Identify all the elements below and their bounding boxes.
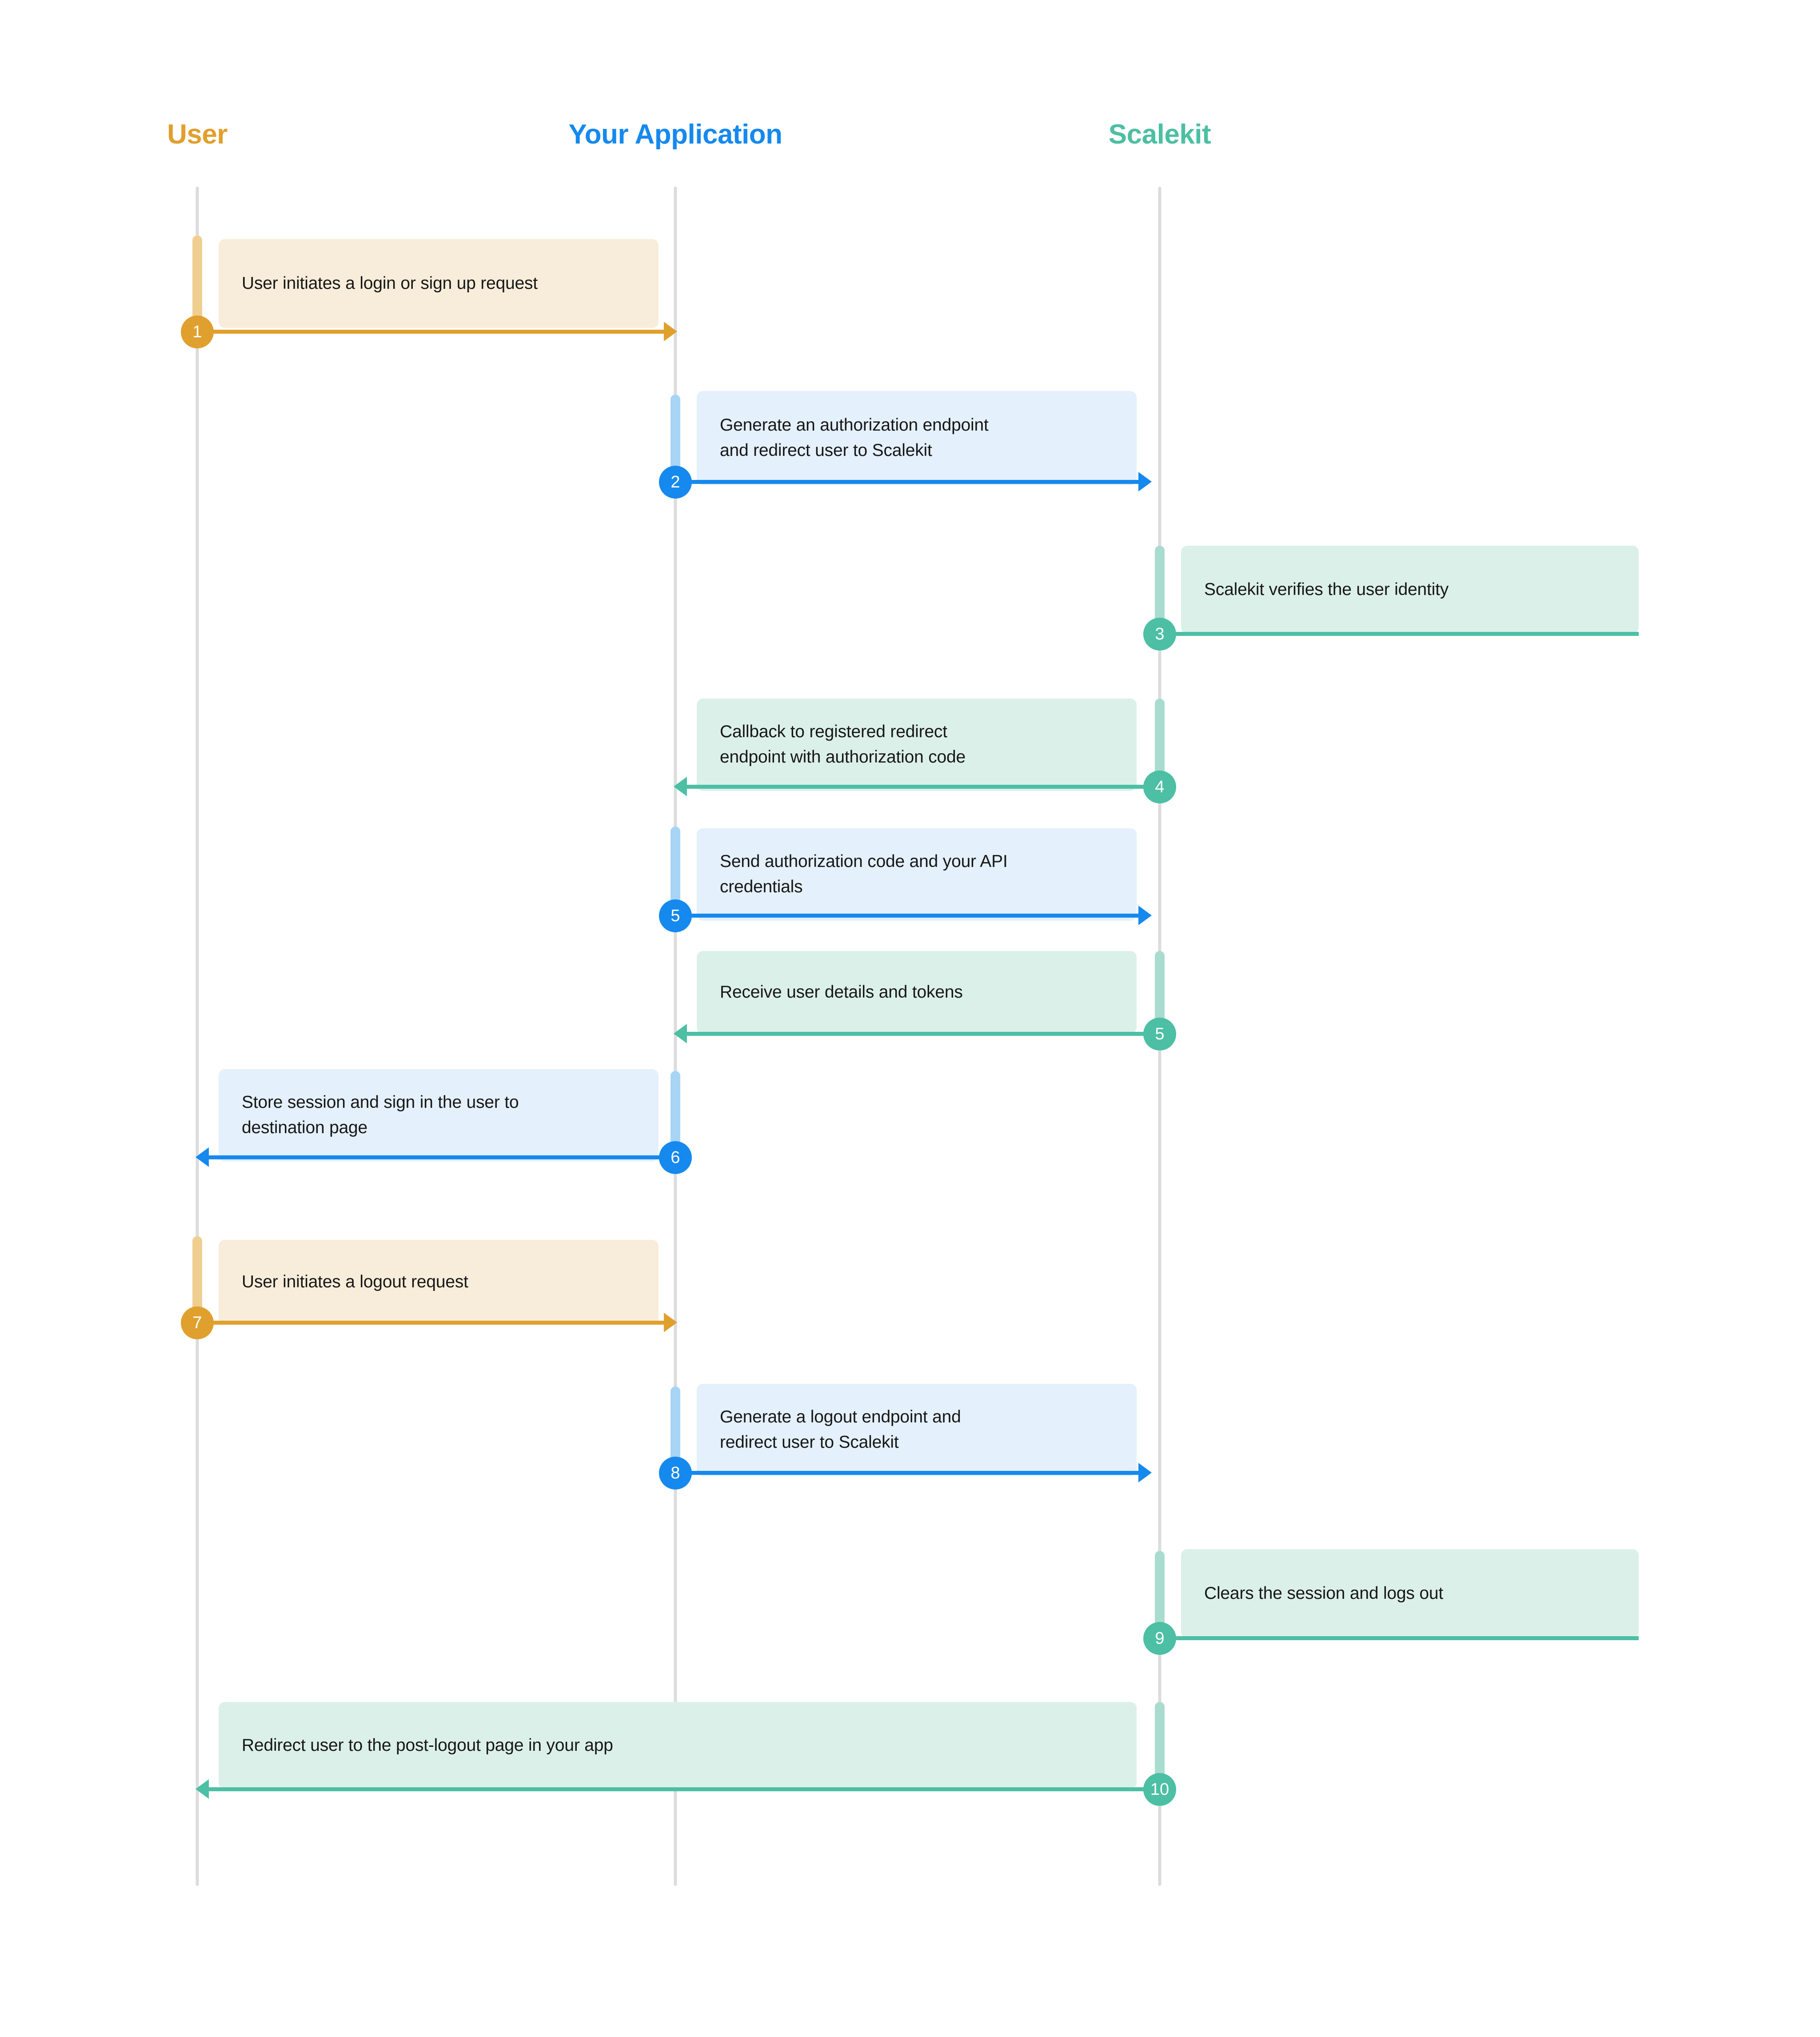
- activation-bar-app-step6: [671, 1071, 680, 1159]
- actor-header-scalekit: Scalekit: [1108, 119, 1211, 150]
- step-badge-8[interactable]: 8: [659, 1457, 692, 1490]
- message-box-step7: User initiates a logout request: [219, 1240, 659, 1324]
- arrow-line-step5b: [687, 1032, 1160, 1036]
- message-box-step8: Generate a logout endpoint and redirect …: [697, 1384, 1137, 1476]
- arrow-line-step7: [197, 1321, 667, 1325]
- arrow-head-step2: [1138, 472, 1152, 491]
- arrow-head-step7: [664, 1313, 677, 1332]
- arrow-head-step10: [196, 1779, 209, 1799]
- activation-bar-user-step7: [192, 1236, 202, 1322]
- message-label-step2: Generate an authorization endpoint and r…: [720, 415, 989, 460]
- arrow-head-step1: [664, 322, 677, 341]
- arrow-line-step9: [1160, 1636, 1639, 1640]
- activation-bar-app-step8: [671, 1386, 680, 1474]
- arrow-line-step8: [675, 1471, 1141, 1475]
- arrow-head-step4: [674, 777, 687, 796]
- step-badge-9[interactable]: 9: [1143, 1622, 1176, 1655]
- message-box-step2: Generate an authorization endpoint and r…: [697, 391, 1137, 485]
- activation-bar-user-step1: [192, 236, 202, 324]
- arrow-head-step5: [1138, 906, 1152, 925]
- activation-bar-scalekit-step5b: [1155, 951, 1165, 1034]
- arrow-head-step8: [1138, 1463, 1152, 1482]
- message-box-step5: Send authorization code and your API cre…: [697, 828, 1137, 921]
- activation-bar-scalekit-step4: [1155, 699, 1165, 787]
- message-label-step5: Send authorization code and your API cre…: [720, 852, 1008, 896]
- activation-bar-scalekit-step9: [1155, 1551, 1165, 1638]
- message-label-step7: User initiates a logout request: [242, 1272, 468, 1291]
- arrow-line-step5: [675, 914, 1141, 918]
- actor-header-your-application: Your Application: [568, 119, 782, 150]
- arrow-head-step5b: [674, 1024, 687, 1043]
- message-label-step8: Generate a logout endpoint and redirect …: [720, 1407, 961, 1452]
- activation-bar-scalekit-step10: [1155, 1702, 1165, 1789]
- step-badge-3[interactable]: 3: [1143, 618, 1176, 651]
- activation-bar-app-step2: [671, 395, 680, 483]
- message-label-step5b: Receive user details and tokens: [720, 982, 963, 1002]
- arrow-line-step10: [209, 1787, 1160, 1791]
- message-box-step6: Store session and sign in the user to de…: [219, 1069, 659, 1162]
- step-badge-7[interactable]: 7: [181, 1306, 214, 1339]
- message-label-step3: Scalekit verifies the user identity: [1204, 579, 1449, 599]
- step-badge-10[interactable]: 10: [1143, 1773, 1176, 1806]
- message-label-step6: Store session and sign in the user to de…: [242, 1093, 519, 1137]
- arrow-line-step6: [209, 1155, 675, 1159]
- message-box-step5b: Receive user details and tokens: [697, 951, 1137, 1034]
- message-box-step9: Clears the session and logs out: [1181, 1549, 1639, 1638]
- step-badge-4[interactable]: 4: [1143, 771, 1176, 803]
- step-badge-5[interactable]: 5: [659, 899, 692, 932]
- step-badge-5b[interactable]: 5: [1143, 1018, 1176, 1050]
- activation-bar-scalekit-step3: [1155, 546, 1165, 634]
- actor-header-user: User: [167, 119, 228, 150]
- step-badge-2[interactable]: 2: [659, 466, 692, 499]
- message-label-step9: Clears the session and logs out: [1204, 1583, 1443, 1603]
- arrow-line-step1: [197, 330, 667, 334]
- message-box-step3: Scalekit verifies the user identity: [1181, 546, 1639, 634]
- arrow-line-step2: [675, 480, 1141, 484]
- message-box-step1: User initiates a login or sign up reques…: [219, 239, 659, 328]
- arrow-line-step3: [1160, 632, 1639, 636]
- message-label-step1: User initiates a login or sign up reques…: [242, 273, 538, 293]
- message-box-step4: Callback to registered redirect endpoint…: [697, 699, 1137, 791]
- arrow-line-step4: [687, 785, 1160, 789]
- message-label-step10: Redirect user to the post-logout page in…: [242, 1735, 613, 1755]
- lifeline-user: [196, 187, 199, 1886]
- activation-bar-app-step5: [671, 827, 680, 915]
- message-label-step4: Callback to registered redirect endpoint…: [720, 722, 966, 767]
- arrow-head-step6: [196, 1147, 209, 1167]
- step-badge-6[interactable]: 6: [659, 1141, 692, 1174]
- step-badge-1[interactable]: 1: [181, 316, 214, 348]
- message-box-step10: Redirect user to the post-logout page in…: [219, 1702, 1137, 1789]
